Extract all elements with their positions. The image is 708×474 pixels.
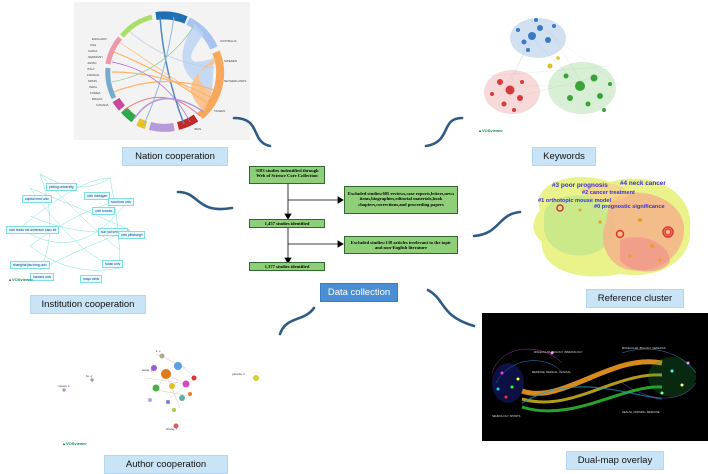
cluster-label: #4 neck cancer: [620, 180, 666, 187]
svg-text:li, x: li, x: [156, 349, 161, 353]
svg-text:INDIA: INDIA: [89, 85, 97, 89]
institution-node: univ pittsburgh: [118, 231, 146, 239]
institution-node: capital med univ: [22, 195, 52, 203]
flow-box-excluded-1: Excluded studies:605 reviews,case report…: [344, 186, 458, 214]
cluster-label: #2 cancer treatment: [582, 190, 635, 196]
svg-text:FRANCE: FRANCE: [87, 73, 99, 77]
author-cooperation-panel: moran, s liu, g yasuda, h wang, y li, x zhan…: [56, 338, 282, 450]
institution-cooperation-label: Institution cooperation: [30, 295, 146, 314]
reference-cluster-label: Reference cluster: [586, 289, 684, 308]
dual-map-overlay-panel: MOLECULAR, BIOLOGY, IMMUNOLOGY MEDICINE,…: [482, 313, 708, 441]
svg-text:ITALY: ITALY: [87, 67, 95, 71]
keywords-label: Keywords: [532, 147, 596, 166]
author-network: moran, s liu, g yasuda, h wang, y li, x zhan…: [58, 349, 259, 431]
svg-text:NETHERLANDS: NETHERLANDS: [224, 79, 246, 83]
svg-text:JAPAN: JAPAN: [87, 61, 96, 65]
data-collection-label: Data collection: [320, 283, 398, 302]
institution-node: univ michigan: [84, 192, 111, 200]
institution-node: soochow univ: [108, 198, 134, 206]
institution-node: shanghai jiao tong univ: [10, 261, 50, 269]
svg-text:moran, s: moran, s: [58, 384, 70, 388]
vosviewer-logo: VOSviewer: [62, 441, 87, 446]
svg-text:TAIWAN: TAIWAN: [214, 109, 225, 113]
institution-panel: peking university capital med univ univ …: [0, 168, 160, 288]
author-cooperation-label: Author cooperation: [104, 455, 228, 474]
svg-text:liu, g: liu, g: [86, 374, 93, 378]
svg-text:MEDICINE, MEDICAL, CLINICAL: MEDICINE, MEDICAL, CLINICAL: [532, 370, 571, 374]
nation-cooperation-panel: ENGLAND USA CHINA GERMANY JAPAN ITALY FRANCE…: [74, 2, 250, 140]
vosviewer-logo: VOSviewer: [8, 277, 33, 282]
svg-text:MOLECULAR, BIOLOGY, GENETICS: MOLECULAR, BIOLOGY, GENETICS: [622, 346, 666, 350]
institution-node: peking university: [46, 183, 77, 191]
institution-node: fudan univ: [102, 260, 124, 268]
nation-cooperation-label: Nation cooperation: [122, 147, 228, 166]
svg-text:KOREA: KOREA: [90, 91, 101, 95]
dual-map: MOLECULAR, BIOLOGY, IMMUNOLOGY MEDICINE,…: [491, 346, 697, 418]
svg-text:CANADA: CANADA: [96, 103, 109, 107]
institution-node: univ toronto: [92, 207, 116, 215]
svg-text:yasuda, h: yasuda, h: [232, 372, 245, 376]
keyword-network: [484, 15, 621, 114]
keywords-panel: VOSviewer: [470, 6, 630, 138]
cluster-label: #0 prognostic significance: [594, 204, 665, 210]
institution-node: mayo clinic: [80, 275, 103, 283]
svg-text:ENGLAND: ENGLAND: [92, 37, 107, 41]
svg-text:zhang, l: zhang, l: [166, 427, 177, 431]
svg-text:HEALTH, NURSING, MEDICINE: HEALTH, NURSING, MEDICINE: [622, 410, 660, 414]
chord-diagram: ENGLAND USA CHINA GERMANY JAPAN ITALY FRANCE…: [87, 11, 246, 132]
dual-map-overlay-label: Dual-map overlay: [566, 451, 664, 470]
cluster-label: #3 poor prognosis: [552, 182, 608, 189]
institution-node: univ texas md anderson canc ctr: [6, 226, 60, 234]
flow-box-excluded-2: Excluded studies:138 articles irrelevant…: [344, 236, 458, 254]
svg-text:CHINA: CHINA: [88, 49, 97, 53]
flow-box-identified-2: 1,457 studies identified: [249, 219, 325, 228]
svg-text:wang, y: wang, y: [142, 368, 153, 372]
svg-text:AUSTRALIA: AUSTRALIA: [220, 39, 237, 43]
cluster-map: [533, 177, 691, 277]
flowchart-connectors: [284, 184, 344, 264]
flow-box-identified: 3183 studies indentified through Web of …: [249, 166, 325, 184]
svg-text:SPAIN: SPAIN: [88, 79, 97, 83]
svg-text:GERMANY: GERMANY: [88, 55, 103, 59]
svg-text:NEUROLOGY, SPORTS: NEUROLOGY, SPORTS: [492, 414, 521, 418]
reference-cluster-panel: #3 poor prognosis #4 neck cancer #2 canc…: [520, 170, 700, 286]
svg-text:USA: USA: [90, 43, 96, 47]
cluster-label: #1 orthotopic mouse model: [538, 198, 612, 204]
svg-text:BRAZIL: BRAZIL: [92, 97, 103, 101]
svg-text:SWEDEN: SWEDEN: [224, 59, 237, 63]
svg-text:MOLECULAR, BIOLOGY, IMMUNOLOGY: MOLECULAR, BIOLOGY, IMMUNOLOGY: [534, 350, 583, 354]
svg-text:IRAN: IRAN: [194, 127, 201, 131]
flow-box-final: 1,377 studies identified: [249, 262, 325, 271]
vosviewer-logo: VOSviewer: [478, 128, 503, 133]
